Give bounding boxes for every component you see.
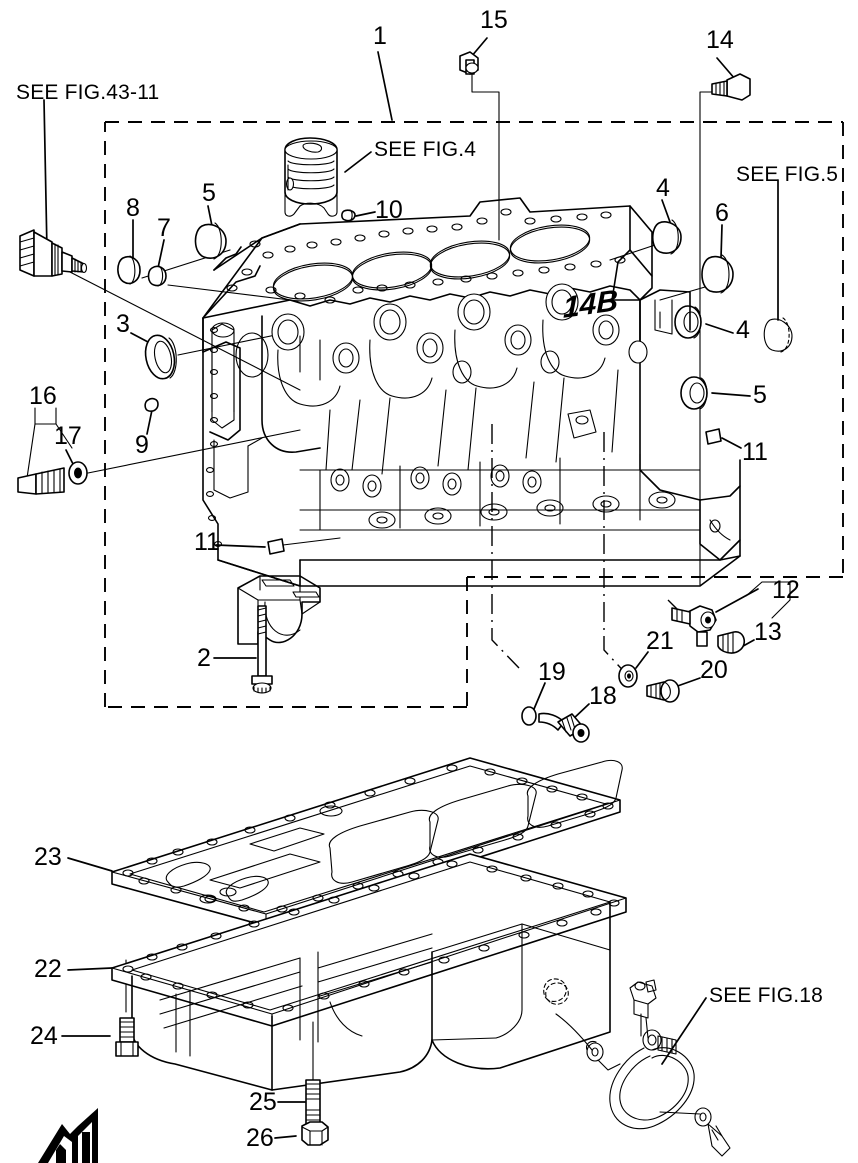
stud-bolt-25 [305,1079,321,1125]
callout-4-top: 4 [656,174,670,202]
plug-4-bottom [674,305,702,339]
plug-7 [147,265,167,287]
callout-19: 19 [538,658,566,686]
callout-25: 25 [249,1088,277,1116]
bolt-20 [646,679,680,703]
callout-9: 9 [135,431,149,459]
nut-26 [301,1121,329,1146]
reference-fig-5: SEE FIG.5 [736,163,839,186]
callout-18: 18 [589,682,617,710]
plug-5-bottom [680,376,708,410]
callout-8: 8 [126,194,140,222]
bolt-16 [17,467,65,495]
plug-13 [717,631,746,654]
manufacturer-logo [38,1108,98,1163]
callout-7: 7 [157,214,171,242]
group-boundary-upper [104,121,844,708]
bolt-2 [251,605,273,694]
callout-14: 14 [706,26,734,54]
washer-21 [618,664,638,688]
oil-nozzle-12 [671,605,717,647]
dowel-pin-11-right [705,428,722,445]
union-bolt-18 [538,712,590,743]
callout-11-right: 11 [742,438,768,466]
callout-22: 22 [34,955,62,983]
reference-fig-18: SEE FIG.18 [709,984,824,1007]
callout-6: 6 [715,199,729,227]
bolt-14 [711,73,751,101]
callout-15: 15 [480,6,508,34]
o-ring-19 [521,706,537,726]
callout-2: 2 [197,644,211,672]
fig5-plug [763,317,793,353]
washer-17 [68,461,88,485]
bolt-24 [115,1017,139,1057]
dowel-pin-11-left [267,538,285,555]
callout-13: 13 [754,618,782,646]
bolt-15 [459,51,479,75]
callout-5-top: 5 [202,179,216,207]
reference-fig-4: SEE FIG.4 [374,138,477,161]
callout-20: 20 [700,656,728,684]
callout-16: 16 [29,382,57,410]
plug-8 [117,255,141,285]
piston-part [284,137,338,217]
callout-5-bottom: 5 [753,381,767,409]
callout-4-bottom: 4 [736,316,750,344]
callout-23: 23 [34,843,62,871]
plug-4-top [651,219,682,255]
callout-17: 17 [54,422,82,450]
callout-10: 10 [375,196,403,224]
reference-fig-43-11: SEE FIG.43-11 [16,81,160,104]
callout-11-left: 11 [194,528,220,556]
oil-strainer-assembly [545,979,731,1157]
plug-5-top [194,222,227,260]
callout-1: 1 [373,22,387,50]
cylinder-block [202,197,741,587]
plug-9 [144,397,159,412]
oil-seal-3 [144,334,177,380]
plug-6 [701,254,734,294]
oil-pan-gasket [111,757,623,927]
coolant-temperature-sensor [19,229,88,277]
plug-10 [341,209,356,222]
callout-24: 24 [30,1022,58,1050]
callout-3: 3 [116,310,130,338]
callout-26: 26 [246,1124,274,1152]
callout-12: 12 [772,576,800,604]
callout-21: 21 [646,627,674,655]
